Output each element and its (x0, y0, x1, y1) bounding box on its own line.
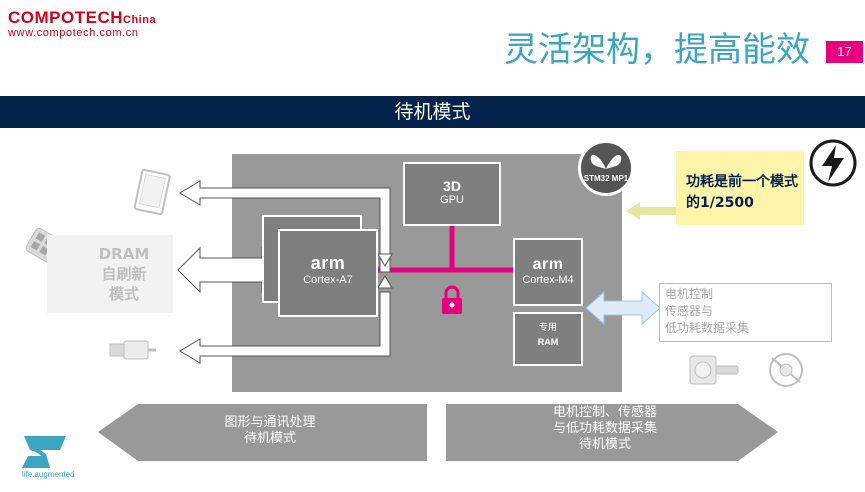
badge-line1: STM32 (583, 174, 610, 183)
st-logo-icon (22, 436, 66, 468)
motor-line2: 传感器与 (665, 304, 714, 318)
dram-line1: DRAM (98, 245, 150, 263)
dedicated-ram-block: 专用 RAM (513, 312, 583, 366)
arrow-to-tablet (179, 180, 391, 273)
left-mode-line2: 待机模式 (243, 431, 296, 446)
mode-title: 待机模式 (394, 101, 471, 123)
arrow-to-usb (179, 291, 391, 364)
right-mode-line2: 与低功耗数据采集 (552, 421, 657, 436)
callout-text: 功耗是前一个模式的1/2500 (686, 172, 798, 214)
logo-main-text: COMPOTECH (8, 8, 123, 27)
logo-url: www.compotech.com.cn (8, 27, 139, 39)
callout-arrow (626, 202, 676, 220)
slide-title: 灵活架构，提高能效 (504, 30, 810, 70)
callout-rest: 是前一个模式的1/2500 (686, 174, 798, 211)
butterfly-icon (590, 154, 622, 169)
cortex-m4-block: arm Cortex-M4 (513, 238, 583, 306)
stm32-mp1-badge (578, 140, 634, 196)
lightning-power-icon (809, 139, 857, 187)
m4-arm-brand: arm (532, 256, 564, 273)
m4-label: Cortex-M4 (522, 274, 574, 286)
motor-line1: 电机控制 (665, 287, 714, 301)
right-mode-arrow (446, 404, 778, 461)
left-mode-label: 图形与通讯处理 待机模式 (170, 415, 370, 447)
usb-connector-icon (109, 340, 156, 360)
right-mode-line3: 待机模式 (578, 437, 631, 452)
motor-icon (689, 355, 739, 385)
dram-line2: 自刷新 (101, 265, 147, 283)
dram-label: DRAM 自刷新 模式 (84, 244, 164, 304)
logo-sub-text: China (123, 14, 157, 26)
callout-bold: 功耗 (686, 174, 714, 190)
dram-panel (47, 235, 173, 313)
badge-line2: MP1 (611, 174, 629, 183)
motor-label: 电机控制 传感器与 低功耗数据采集 (665, 286, 825, 337)
motor-panel (659, 283, 832, 342)
power-callout (676, 151, 804, 225)
a7-label: Cortex-A7 (303, 274, 353, 286)
cortex-a7-block: arm Cortex-A7 (278, 229, 378, 317)
dram-line3: 模式 (108, 285, 139, 303)
gpu-block: 3D GPU (403, 162, 501, 226)
right-mode-line1: 电机控制、传感器 (552, 405, 657, 420)
page-number: 17 (826, 41, 863, 63)
ram-line2: RAM (537, 337, 559, 347)
badge-text: STM32 MP1 (581, 174, 631, 183)
compotech-logo: COMPOTECHChina (8, 8, 156, 28)
lock-icon (442, 285, 462, 314)
left-mode-line1: 图形与通讯处理 (224, 415, 316, 430)
motor-line3: 低功耗数据采集 (665, 321, 750, 335)
gpu-line1: 3D (443, 178, 461, 194)
right-mode-label: 电机控制、传感器 与低功耗数据采集 待机模式 (500, 405, 710, 453)
left-mode-arrow (98, 404, 427, 461)
a7-arm-brand: arm (310, 253, 346, 273)
sensor-icon (769, 353, 803, 387)
ram-line1: 专用 (538, 323, 557, 333)
tablet-icon (133, 168, 171, 216)
gpu-line2: GPU (440, 194, 464, 206)
mode-band (0, 96, 865, 128)
st-tagline: life.augmented (22, 470, 75, 479)
